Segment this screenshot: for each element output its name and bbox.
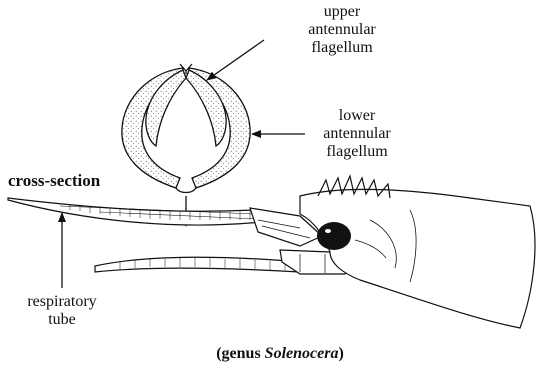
cross-section-diagram xyxy=(122,64,250,193)
label-line: respiratory xyxy=(6,293,118,311)
label-line: antennular xyxy=(288,21,396,39)
label-line: tube xyxy=(6,311,118,329)
label-lower-antennular-flagellum: lower antennular flagellum xyxy=(304,107,410,161)
caption-suffix: ) xyxy=(338,345,343,362)
caption-prefix: (genus xyxy=(216,345,264,362)
label-upper-antennular-flagellum: upper antennular flagellum xyxy=(288,3,396,57)
label-line: antennular xyxy=(304,125,410,143)
label-line: flagellum xyxy=(304,143,410,161)
label-respiratory-tube: respiratory tube xyxy=(6,293,118,329)
respiratory-tube xyxy=(8,198,262,225)
label-line: upper xyxy=(288,3,396,21)
label-cross-section: cross-section xyxy=(8,172,100,190)
lower-flagellum-body xyxy=(95,257,300,272)
caption-genus-name: Solenocera xyxy=(265,345,339,362)
label-line: lower xyxy=(304,107,410,125)
eye xyxy=(317,222,351,250)
caption-genus: (genus Solenocera) xyxy=(190,345,370,363)
label-line: flagellum xyxy=(288,39,396,57)
arrow-upper-flagellum xyxy=(207,40,264,80)
